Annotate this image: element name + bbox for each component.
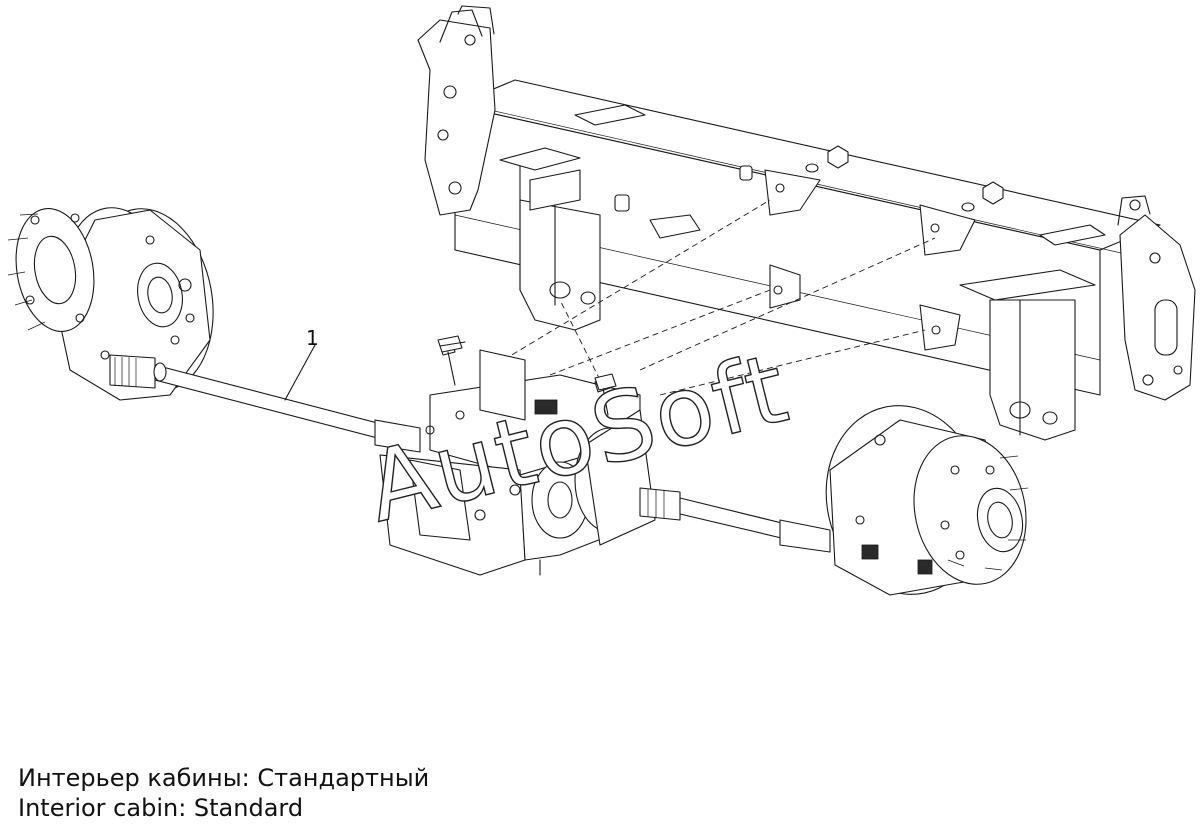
left-final-drive — [7, 207, 214, 401]
callout-leader-line — [284, 344, 316, 401]
caption-english: Interior cabin: Standard — [18, 794, 304, 822]
center-gearbox — [379, 341, 656, 576]
loose-bolts — [437, 335, 617, 391]
exploded-assembly-drawing: 1 AutoSoft — [7, 5, 1196, 596]
left-axle-shaft — [109, 354, 421, 453]
assembly-guide-lines — [494, 199, 936, 396]
frame-beam — [417, 5, 1196, 441]
right-final-drive — [825, 405, 1029, 596]
caption-russian: Интерьер кабины: Стандартный — [18, 764, 430, 792]
callout-1: 1 — [284, 326, 319, 401]
right-axle-shaft — [639, 487, 831, 553]
callout-number: 1 — [306, 326, 319, 350]
